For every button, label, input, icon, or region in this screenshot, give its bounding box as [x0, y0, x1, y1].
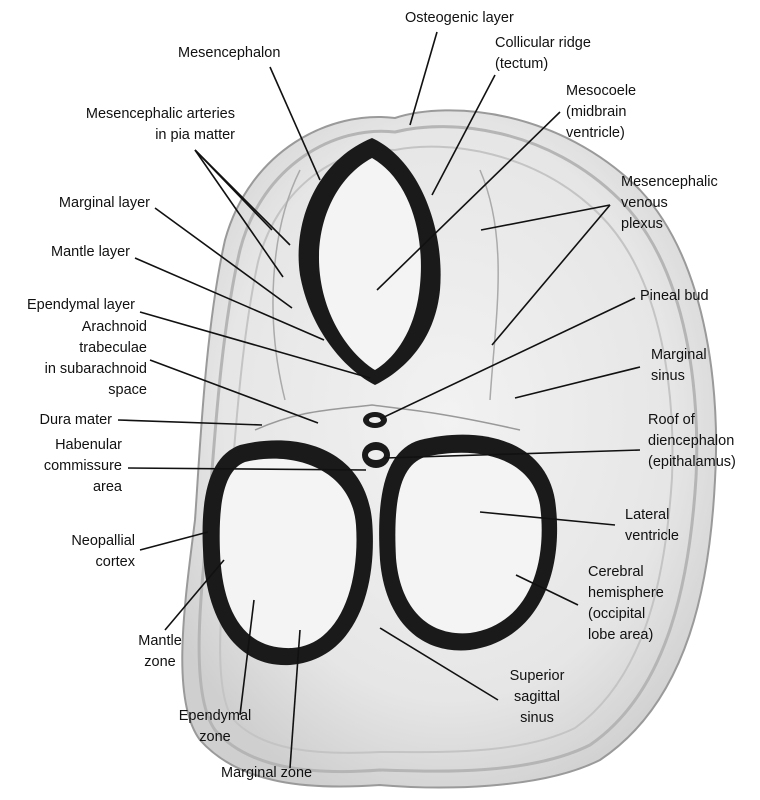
- label-marginal-sinus: Marginal sinus: [651, 347, 707, 384]
- leader-ependymal-layer: [139, 311, 371, 379]
- label-mantle-zone: Mantle zone: [138, 633, 182, 670]
- leader-osteogenic: [409, 31, 438, 126]
- leader-ependymal-zone: [239, 599, 255, 716]
- label-pineal-bud: Pineal bud: [640, 288, 709, 304]
- label-mesencephalic-venous-plexus: Mesencephalic venous plexus: [621, 174, 718, 232]
- label-neopallial-cortex: Neopallial cortex: [71, 533, 135, 570]
- leader-marginal-layer: [154, 207, 293, 309]
- label-marginal-layer: Marginal layer: [58, 195, 150, 211]
- leader-lines: [117, 31, 641, 769]
- leader-lateral-ventricle: [479, 511, 616, 526]
- leader-collicular: [431, 74, 496, 196]
- leader-venous-1: [480, 204, 611, 231]
- leader-mesencephalon: [269, 66, 321, 181]
- leader-arteries-2: [194, 149, 291, 246]
- label-collicular-ridge: Collicular ridge (tectum): [495, 35, 591, 72]
- label-marginal-zone: Marginal zone: [221, 765, 313, 781]
- label-mesencephalon: Mesencephalon: [178, 45, 281, 61]
- pineal-bud-core: [369, 417, 381, 423]
- leader-venous-2: [491, 204, 611, 346]
- leader-habenular: [127, 467, 367, 471]
- label-mantle-layer: Mantle layer: [51, 244, 130, 260]
- left-ventricle-lumen: [219, 458, 357, 649]
- habenular-core: [368, 450, 384, 460]
- leader-mesocoele: [376, 111, 561, 291]
- label-osteogenic-layer: Osteogenic layer: [405, 10, 514, 26]
- label-cerebral-hemisphere: Cerebral hemisphere (occipital lobe area…: [588, 564, 664, 643]
- leader-marginal-sinus: [514, 366, 641, 399]
- leader-dura: [117, 419, 263, 426]
- leader-neopallial: [139, 531, 209, 551]
- leader-superior-sagittal: [379, 627, 499, 701]
- label-ependymal-zone: Ependymal zone: [178, 708, 252, 745]
- right-ventricle-lumen: [395, 452, 542, 634]
- label-arachnoid-trabeculae: Arachnoid trabeculae in subarachnoid spa…: [44, 319, 147, 398]
- leader-mantle-layer: [134, 257, 325, 341]
- label-dura-mater: Dura mater: [39, 412, 112, 428]
- leader-arteries-3: [194, 149, 284, 278]
- leader-roof-diencephalon: [384, 449, 641, 459]
- dura-line: [254, 404, 521, 431]
- leader-arachnoid: [149, 359, 319, 424]
- leader-pineal-bud: [379, 297, 636, 420]
- leader-marginal-zone: [289, 629, 301, 769]
- label-roof-of-diencephalon: Roof of diencephalon (epithalamus): [648, 412, 736, 470]
- leader-cerebral-hemisphere: [515, 574, 579, 606]
- venous-plexus-line-left: [272, 169, 301, 401]
- label-habenular-commissure: Habenular commissure area: [43, 437, 122, 495]
- venous-plexus-line-right: [479, 169, 499, 401]
- label-ependymal-layer: Ependymal layer: [27, 297, 135, 313]
- label-lateral-ventricle: Lateral ventricle: [625, 507, 679, 544]
- label-mesencephalic-arteries: Mesencephalic arteries in pia matter: [85, 106, 235, 143]
- inner-layer-band: [219, 145, 674, 754]
- leader-mantle-zone: [164, 559, 225, 631]
- label-superior-sagittal-sinus: Superior sagittal sinus: [509, 668, 565, 726]
- mesocoele-lumen: [318, 158, 421, 370]
- label-mesocoele: Mesocoele (midbrain ventricle): [566, 83, 637, 141]
